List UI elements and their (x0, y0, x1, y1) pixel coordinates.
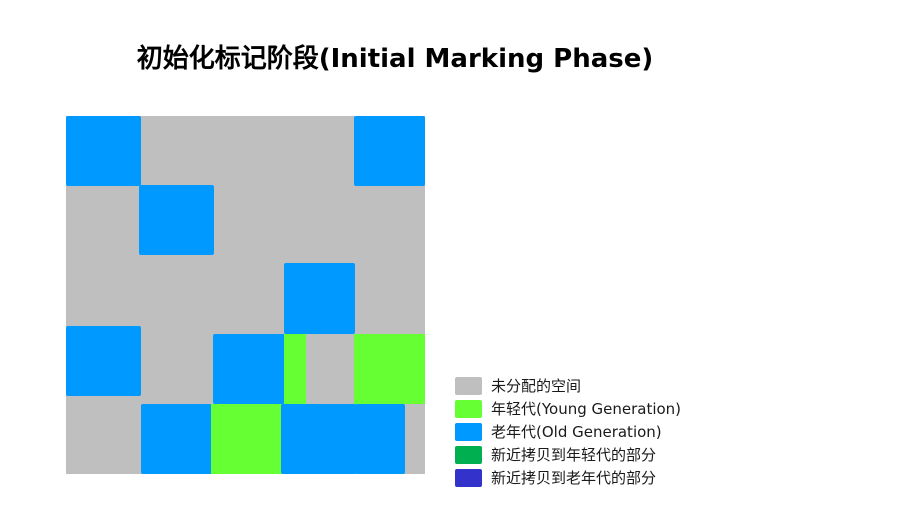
legend-label: 新近拷贝到年轻代的部分 (491, 446, 657, 464)
legend-swatch (455, 376, 482, 395)
old-region (66, 326, 141, 396)
old-region (354, 116, 425, 186)
old-region (284, 263, 355, 334)
old-region (213, 334, 285, 404)
old-region (355, 404, 405, 474)
old-region (141, 404, 212, 474)
old-region (281, 404, 356, 474)
legend-item-copied-old: 新近拷贝到老年代的部分 (455, 466, 681, 489)
young-region (211, 404, 282, 474)
legend-swatch (455, 445, 482, 464)
legend-label: 老年代(Old Generation) (491, 423, 662, 441)
page-title: 初始化标记阶段(Initial Marking Phase) (136, 44, 654, 74)
young-region (284, 334, 306, 404)
legend-item-young: 年轻代(Young Generation) (455, 397, 681, 420)
legend-swatch (455, 468, 482, 487)
young-region (354, 334, 425, 404)
legend-item-copied-young: 新近拷贝到年轻代的部分 (455, 443, 681, 466)
legend-label: 年轻代(Young Generation) (491, 400, 682, 418)
legend-item-old: 老年代(Old Generation) (455, 420, 681, 443)
legend-item-unallocated: 未分配的空间 (455, 374, 681, 397)
legend-label: 新近拷贝到老年代的部分 (491, 469, 657, 487)
legend-label: 未分配的空间 (491, 377, 582, 395)
old-region (66, 116, 141, 186)
legend-swatch (455, 399, 482, 418)
legend: 未分配的空间 年轻代(Young Generation) 老年代(Old Gen… (455, 374, 681, 489)
old-region (139, 185, 214, 255)
legend-swatch (455, 422, 482, 441)
